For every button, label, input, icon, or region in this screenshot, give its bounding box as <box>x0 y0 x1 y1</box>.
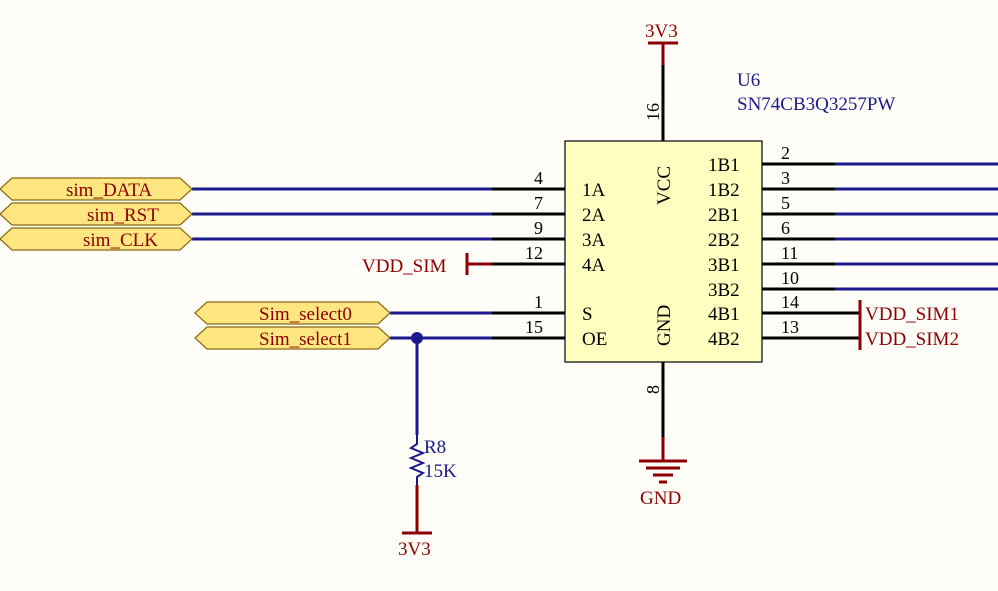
ic-body[interactable] <box>564 140 763 363</box>
pin-num-10: 10 <box>781 268 799 288</box>
resistor-value: 15K <box>424 461 457 482</box>
port-sim-select1[interactable]: Sim_select1 <box>194 326 391 350</box>
pin-num-13: 13 <box>781 317 799 337</box>
pin-label-2a: 2A <box>582 205 606 226</box>
pin-label-s: S <box>582 304 593 325</box>
pin-num-14: 14 <box>781 292 799 312</box>
port-sim-rst[interactable]: sim_RST <box>0 202 193 226</box>
pin-label-3a: 3A <box>582 230 606 251</box>
port-label-sim-rst: sim_RST <box>87 205 159 226</box>
pin-num-15: 15 <box>525 317 543 337</box>
port-sim-clk[interactable]: sim_CLK <box>0 227 193 251</box>
port-label-sim-data: sim_DATA <box>66 180 152 201</box>
ic-part-number: SN74CB3Q3257PW <box>737 94 895 115</box>
pin-label-3b2: 3B2 <box>708 280 740 301</box>
gnd-pin-label: GND <box>654 305 675 346</box>
power-label-vdd-sim: VDD_SIM <box>362 256 447 277</box>
right-net-wires <box>835 162 998 291</box>
pin-label-4b2: 4B2 <box>708 329 740 350</box>
pin-num-11: 11 <box>781 243 798 263</box>
pin-num-5: 5 <box>781 193 790 213</box>
power-label-3v3-top: 3V3 <box>645 21 678 42</box>
pin-num-16: 16 <box>643 103 663 121</box>
port-sim-select0[interactable]: Sim_select0 <box>194 301 391 325</box>
junction-dot <box>411 332 423 344</box>
port-label-sim-clk: sim_CLK <box>83 230 158 251</box>
port-label-sim-select1: Sim_select1 <box>259 329 352 350</box>
pin-label-1b1: 1B1 <box>708 155 740 176</box>
power-label-vdd-sim1: VDD_SIM1 <box>865 304 959 325</box>
pin-num-9: 9 <box>534 218 543 238</box>
resistor-designator: R8 <box>424 437 446 458</box>
pin-label-4b1: 4B1 <box>708 304 740 325</box>
port-sim-data[interactable]: sim_DATA <box>0 177 193 201</box>
pin-num-7: 7 <box>534 193 543 213</box>
pin-label-3b1: 3B1 <box>708 255 740 276</box>
pin-label-2b1: 2B1 <box>708 205 740 226</box>
power-label-3v3-bottom: 3V3 <box>398 539 431 560</box>
pin-num-3: 3 <box>781 168 790 188</box>
ic-designator: U6 <box>737 70 760 91</box>
pin-num-1: 1 <box>534 292 543 312</box>
port-label-sim-select0: Sim_select0 <box>259 304 352 325</box>
gnd-symbol <box>639 459 687 484</box>
pin-num-8: 8 <box>643 385 663 394</box>
resistor-r8[interactable] <box>408 435 426 485</box>
pin-num-2: 2 <box>781 143 790 163</box>
pin-label-1a: 1A <box>582 180 606 201</box>
gnd-label: GND <box>640 488 681 509</box>
pin-num-6: 6 <box>781 218 790 238</box>
power-label-vdd-sim2: VDD_SIM2 <box>865 329 959 350</box>
pin-num-12: 12 <box>525 243 543 263</box>
pin-label-1b2: 1B2 <box>708 180 740 201</box>
pin-label-4a: 4A <box>582 255 606 276</box>
pin-label-2b2: 2B2 <box>708 230 740 251</box>
pin-num-4: 4 <box>534 168 543 188</box>
vcc-pin-label: VCC <box>654 166 675 205</box>
pin-label-oe: OE <box>582 329 607 350</box>
